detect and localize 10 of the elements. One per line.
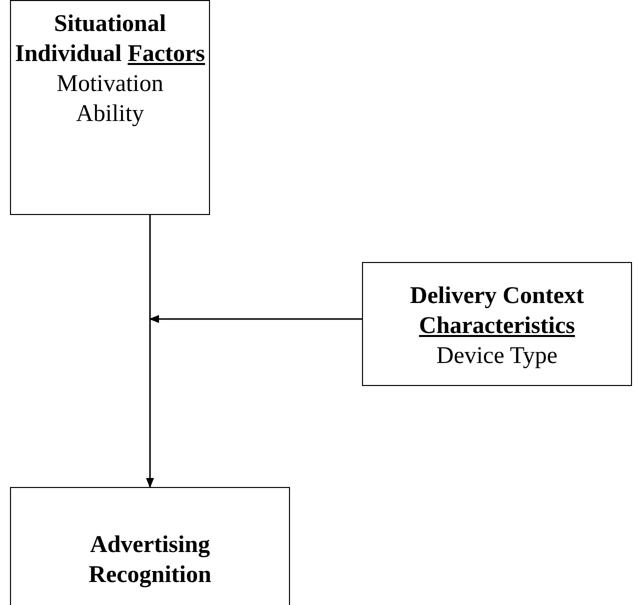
arrow [146, 215, 154, 488]
heading-text: Advertising Recognition [88, 531, 212, 590]
heading-text: Delivery Context Characteristics [409, 282, 585, 341]
arrow [149, 315, 362, 323]
heading-text: Situational Individual Factors [14, 10, 206, 69]
text-box [362, 262, 632, 386]
text-box [10, 0, 210, 215]
text-box [10, 487, 290, 605]
body-text: Motivation Ability [56, 70, 164, 129]
body-text: Device Type [435, 342, 559, 371]
